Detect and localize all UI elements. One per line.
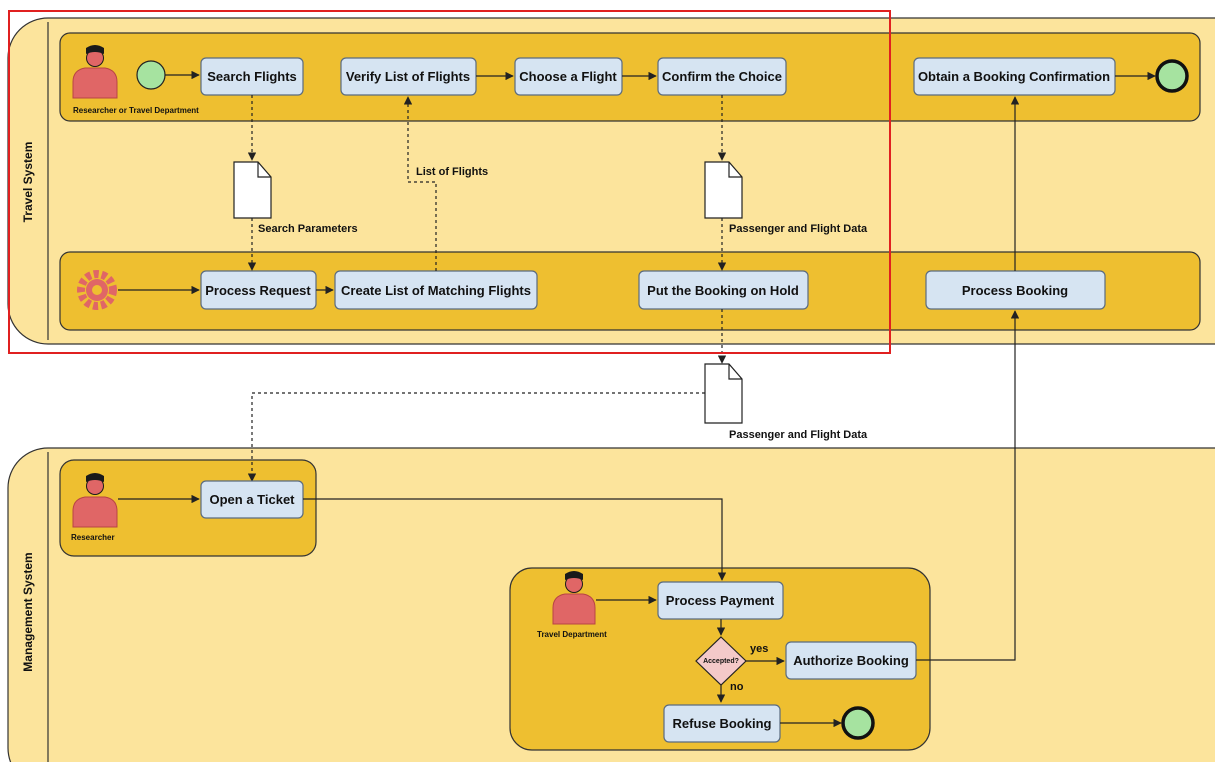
actor-travel-department-icon bbox=[552, 571, 596, 625]
management-system-label: Management System bbox=[21, 552, 35, 671]
gateway-yes-label: yes bbox=[750, 643, 768, 655]
task-obtain-confirmation[interactable]: Obtain a Booking Confirmation bbox=[913, 57, 1116, 96]
task-search-flights[interactable]: Search Flights bbox=[200, 57, 304, 96]
travel-system-label: Travel System bbox=[21, 142, 35, 223]
svg-text:Create List of Matching Flight: Create List of Matching Flights bbox=[341, 283, 531, 298]
task-refuse-booking[interactable]: Refuse Booking bbox=[663, 704, 781, 743]
task-create-list[interactable]: Create List of Matching Flights bbox=[334, 270, 538, 310]
label-passenger-flight-data-2: Passenger and Flight Data bbox=[729, 429, 868, 441]
svg-text:Open a Ticket: Open a Ticket bbox=[209, 492, 295, 507]
gateway-no-label: no bbox=[730, 681, 744, 693]
svg-text:Refuse Booking: Refuse Booking bbox=[673, 716, 772, 731]
label-passenger-flight-data-1: Passenger and Flight Data bbox=[729, 223, 868, 235]
svg-text:Put the Booking on Hold: Put the Booking on Hold bbox=[647, 283, 799, 298]
actor-label-travel-department: Travel Department bbox=[537, 630, 607, 639]
label-search-parameters: Search Parameters bbox=[258, 223, 358, 235]
svg-text:Verify List of Flights: Verify List of Flights bbox=[346, 69, 470, 84]
task-open-ticket[interactable]: Open a Ticket bbox=[200, 480, 304, 519]
start-event bbox=[136, 60, 166, 90]
doc-search-parameters bbox=[233, 161, 272, 219]
task-put-on-hold[interactable]: Put the Booking on Hold bbox=[638, 270, 809, 310]
end-event-booking bbox=[1155, 59, 1189, 93]
task-confirm-choice[interactable]: Confirm the Choice bbox=[657, 57, 787, 96]
gateway-label: Accepted? bbox=[703, 658, 739, 665]
svg-text:Search Flights: Search Flights bbox=[207, 69, 297, 84]
gear-icon bbox=[77, 270, 117, 310]
task-process-payment[interactable]: Process Payment bbox=[657, 581, 784, 620]
task-authorize-booking[interactable]: Authorize Booking bbox=[785, 641, 917, 680]
svg-text:Confirm the Choice: Confirm the Choice bbox=[662, 69, 782, 84]
actor-label-researcher: Researcher bbox=[71, 533, 115, 542]
actor-label-researcher-travel: Researcher or Travel Department bbox=[73, 106, 199, 115]
doc-passenger-flight-data-1 bbox=[704, 161, 743, 219]
highlight-frame bbox=[8, 10, 891, 354]
actor-researcher-travel-icon bbox=[72, 45, 118, 99]
svg-text:Process Booking: Process Booking bbox=[962, 283, 1068, 298]
task-verify-list[interactable]: Verify List of Flights bbox=[340, 57, 477, 96]
task-choose-flight[interactable]: Choose a Flight bbox=[514, 57, 623, 96]
researcher-pool bbox=[59, 32, 1201, 122]
task-process-booking[interactable]: Process Booking bbox=[925, 270, 1106, 310]
svg-text:Process Payment: Process Payment bbox=[666, 593, 775, 608]
svg-text:Obtain a Booking Confirmation: Obtain a Booking Confirmation bbox=[918, 69, 1110, 84]
actor-researcher-icon bbox=[72, 473, 118, 528]
end-event-refused bbox=[841, 706, 875, 740]
svg-text:Authorize Booking: Authorize Booking bbox=[793, 653, 909, 668]
task-process-request[interactable]: Process Request bbox=[200, 270, 317, 310]
svg-text:Process Request: Process Request bbox=[205, 283, 311, 298]
label-list-of-flights: List of Flights bbox=[416, 166, 488, 178]
svg-text:Choose a Flight: Choose a Flight bbox=[519, 69, 617, 84]
doc-passenger-flight-data-2 bbox=[704, 363, 743, 424]
